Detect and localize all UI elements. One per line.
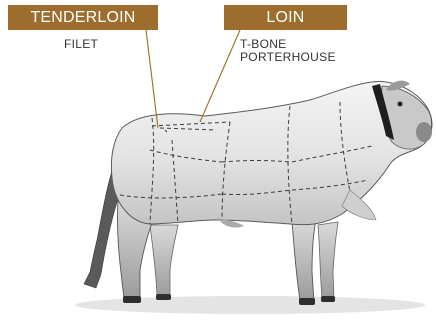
bull-muzzle (416, 122, 432, 142)
front-leg-near (292, 220, 316, 302)
bull-eye (398, 102, 403, 107)
front-leg-far (318, 222, 338, 300)
rear-leg-far (150, 225, 178, 298)
